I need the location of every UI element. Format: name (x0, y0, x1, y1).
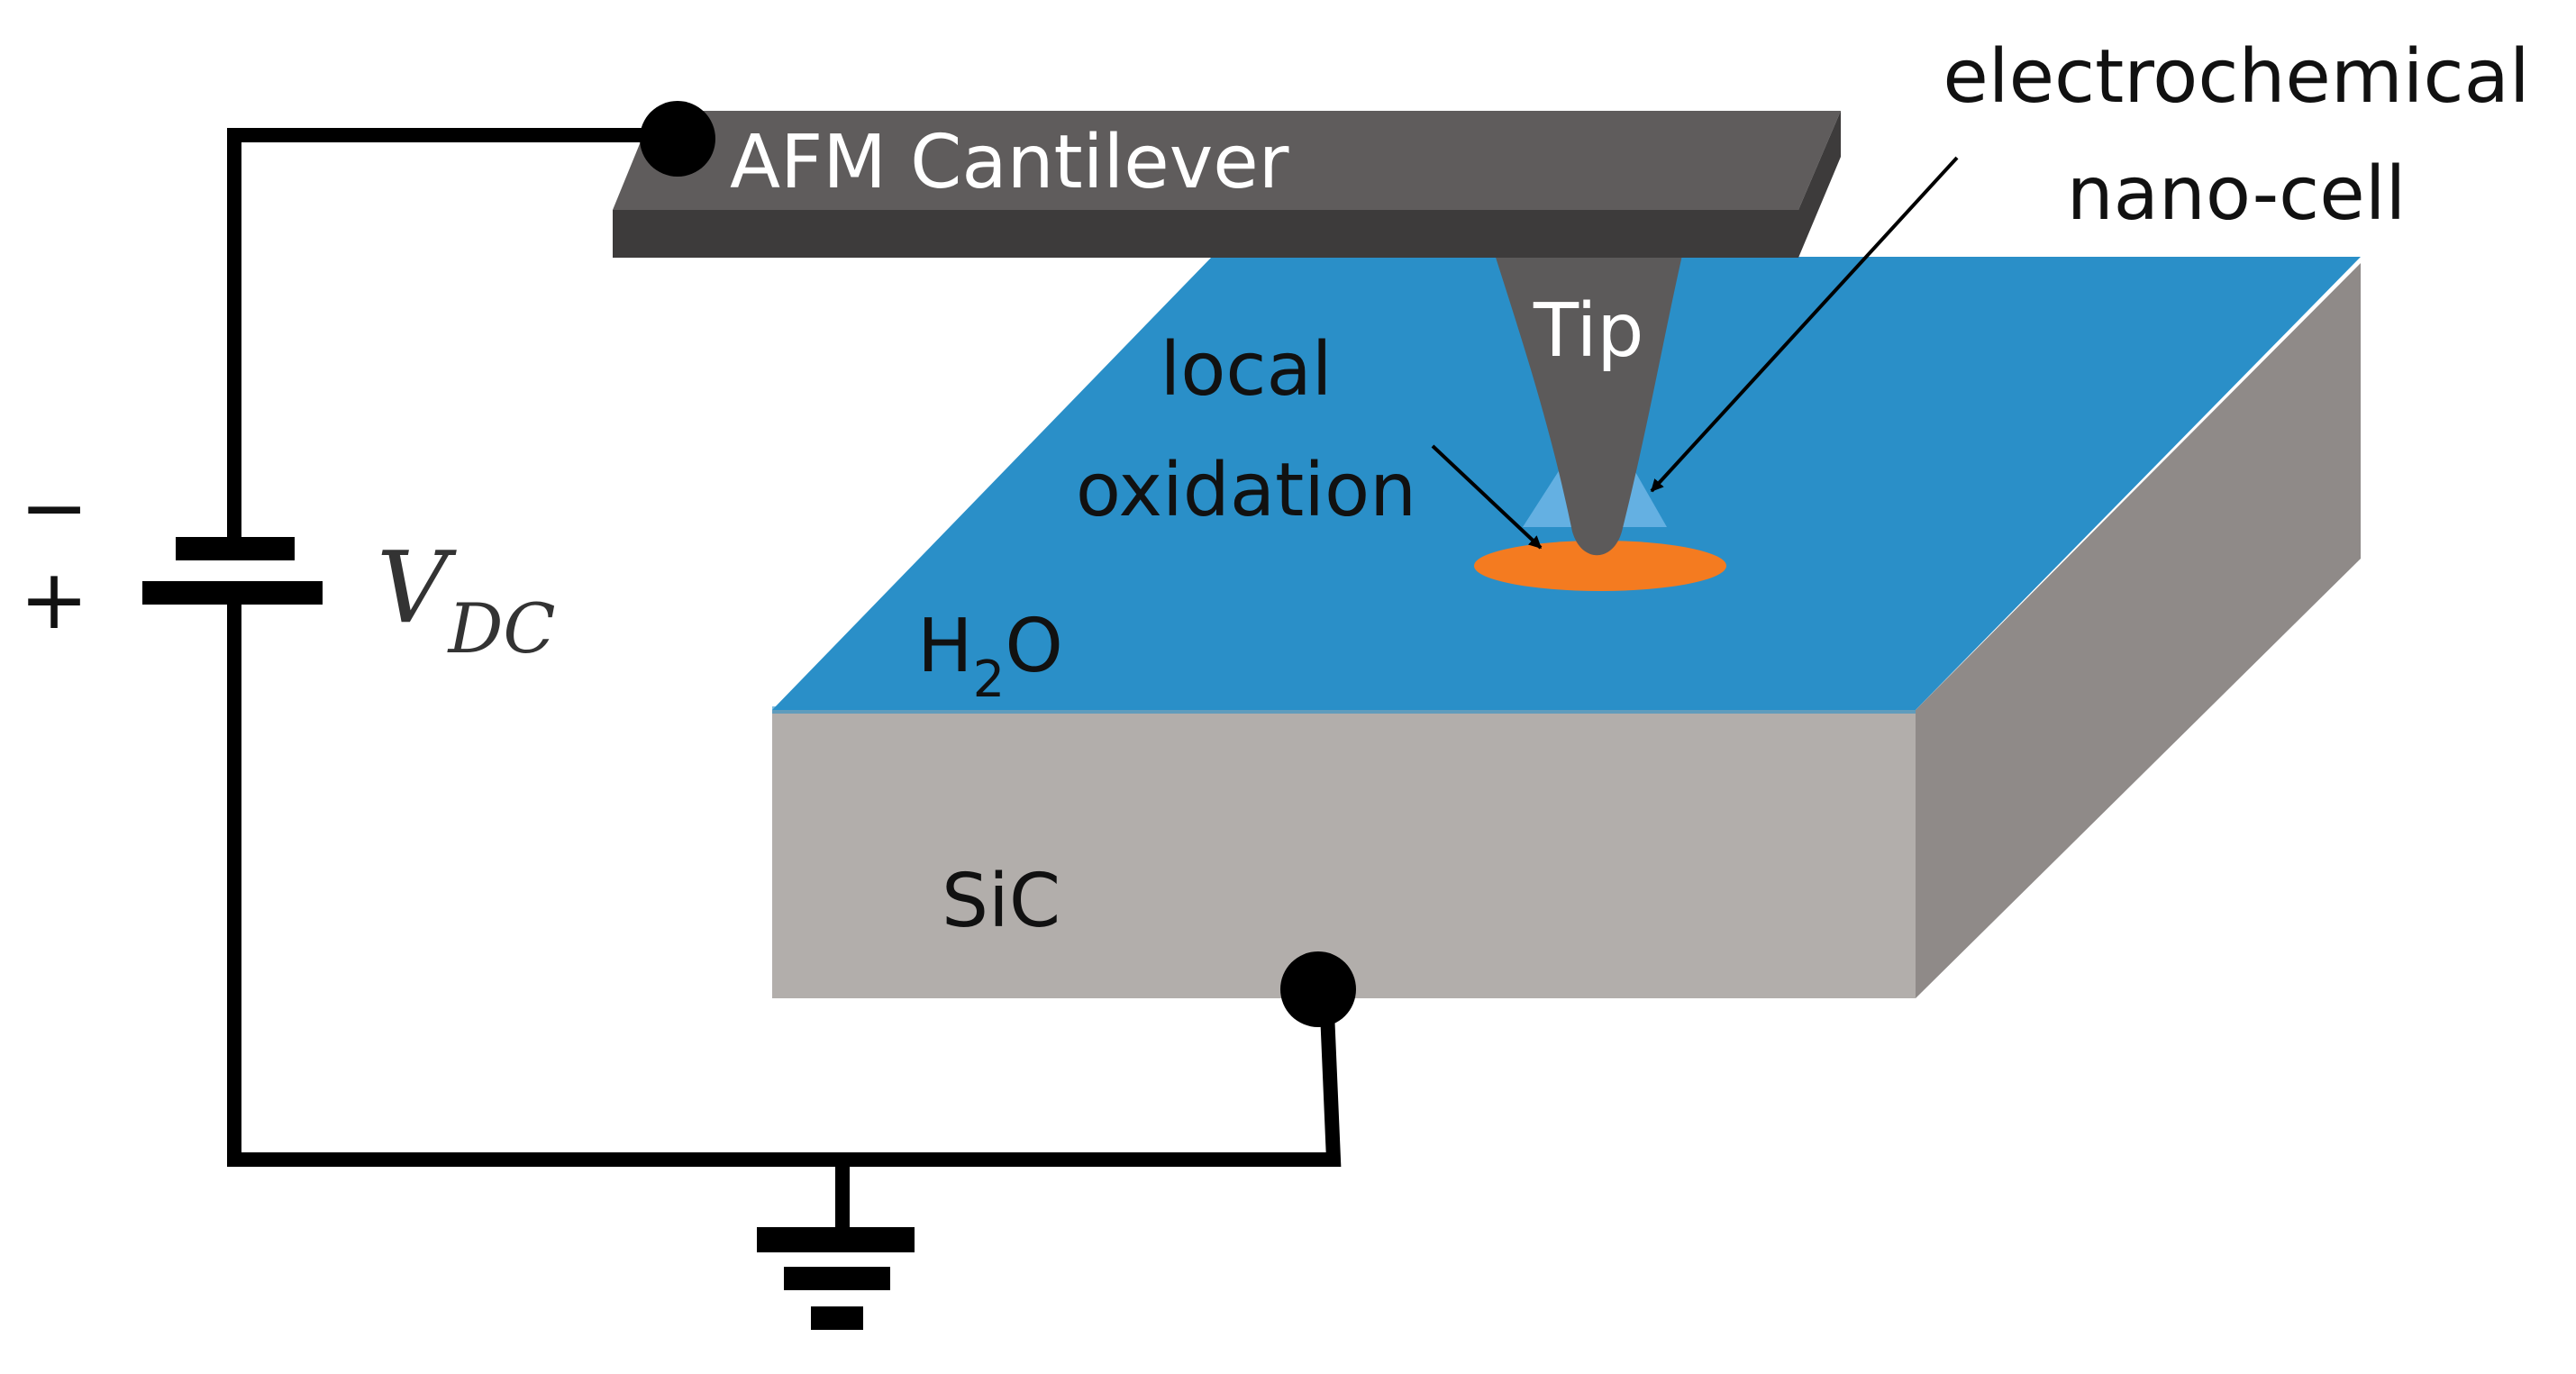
water-label-h: H (917, 604, 973, 689)
substrate-contact-dot (1280, 951, 1356, 1027)
ground-bar-short (811, 1306, 863, 1330)
oxidation-label: oxidation (1076, 448, 1416, 533)
voltage-label-v: V (377, 530, 457, 645)
oxidation-arrow (1431, 444, 1543, 550)
cantilever-front-face (613, 210, 1798, 258)
substrate-label: SiC (942, 859, 1060, 944)
substrate-side-face (1916, 263, 2361, 998)
battery-positive-plate (142, 581, 323, 605)
voltage-label-sub: DC (446, 588, 555, 669)
substrate-block (772, 257, 2361, 998)
afm-cantilever (613, 111, 1841, 258)
ground-symbol (757, 1227, 915, 1330)
cantilever-top-face (613, 111, 1841, 210)
wire-top (227, 128, 687, 552)
circuit-wires (227, 128, 1342, 1242)
electrochemical-label: electrochemical (1943, 34, 2529, 120)
wire-bottom (227, 583, 1342, 1167)
substrate-front-face (772, 710, 1916, 998)
water-label: H2O (917, 604, 1063, 709)
local-label: local (1160, 327, 1332, 413)
water-label-sub: 2 (973, 651, 1006, 709)
nano-cell-arrow (1650, 156, 1959, 493)
oxide-spot (1474, 541, 1726, 591)
nano-cell-label: nano-cell (2067, 151, 2407, 237)
afm-tip (1491, 243, 1685, 556)
cantilever-contact-dot (640, 101, 715, 177)
water-label-o: O (1005, 604, 1063, 689)
plus-sign: + (19, 551, 88, 648)
minus-sign: − (19, 460, 88, 556)
tip-label: Tip (1533, 288, 1643, 374)
cantilever-side-face (1798, 111, 1841, 258)
voltage-label: VDC (377, 530, 556, 669)
battery-symbol (142, 537, 323, 605)
ground-bar-mid (784, 1267, 890, 1290)
ground-bar-long (757, 1227, 915, 1252)
cantilever-label: AFM Cantilever (730, 120, 1289, 205)
water-layer-edge (772, 706, 1916, 714)
battery-negative-plate (176, 537, 295, 560)
